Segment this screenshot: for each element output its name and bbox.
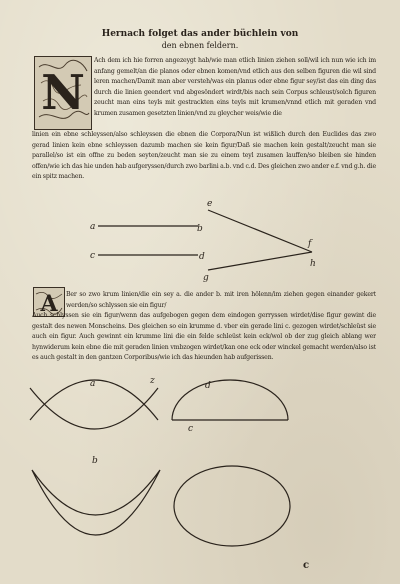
label-curve-a: a <box>90 379 95 389</box>
ellipse-figure <box>173 465 291 547</box>
label-line-c: c <box>188 424 193 434</box>
initial-n-ornament: N <box>35 57 91 129</box>
line-ef <box>207 209 313 253</box>
label-curve-d: d <box>205 381 211 391</box>
line-gh <box>207 251 313 271</box>
paragraph-2-lead: Ber so zwo krum linien/die ein sey a. di… <box>66 290 376 312</box>
label-g: g <box>203 273 209 283</box>
label-f: f <box>307 239 313 249</box>
label-a: a <box>90 222 95 232</box>
label-e: e <box>207 199 212 209</box>
paragraph-1-lead: Ach dem ich hie forren angezeygt hab/wie… <box>94 56 376 131</box>
decorated-initial-a: A <box>33 287 65 317</box>
paragraph-2-lead-text: Ber so zwo krum linien/die ein sey a. di… <box>66 291 376 309</box>
arc-z <box>29 387 159 430</box>
paragraph-1-body: linien ein ebne schleyssen/also schleyss… <box>32 130 376 192</box>
label-c: c <box>90 251 95 261</box>
page-subheading: den ebnen feldern. <box>161 41 239 50</box>
label-crescent-b: b <box>92 456 98 466</box>
paragraph-1-lead-text: Ach dem ich hie forren angezeygt hab/wie… <box>94 57 376 117</box>
label-h: h <box>310 259 316 269</box>
decorated-initial-n: N <box>34 56 92 130</box>
arc-a <box>29 379 159 421</box>
initial-letter-a: A <box>39 291 58 316</box>
page-heading: Hernach folget das ander büchlein von <box>101 29 299 39</box>
initial-a-ornament: A <box>34 288 64 316</box>
label-b: b <box>197 224 203 234</box>
crescent-b <box>31 469 161 536</box>
paragraph-2-body: Auch schlyssen sie ein figur/wenn das au… <box>32 311 376 375</box>
paragraph-2-body-text: Auch schlyssen sie ein figur/wenn das au… <box>32 312 376 361</box>
label-d: d <box>199 252 205 262</box>
initial-letter-n: N <box>41 65 85 121</box>
label-curve-z: z <box>149 376 155 386</box>
page-signature-mark: c <box>303 560 310 571</box>
arc-d <box>171 379 289 421</box>
paragraph-1-body-text: linien ein ebne schleyssen/also schleyss… <box>32 131 376 180</box>
